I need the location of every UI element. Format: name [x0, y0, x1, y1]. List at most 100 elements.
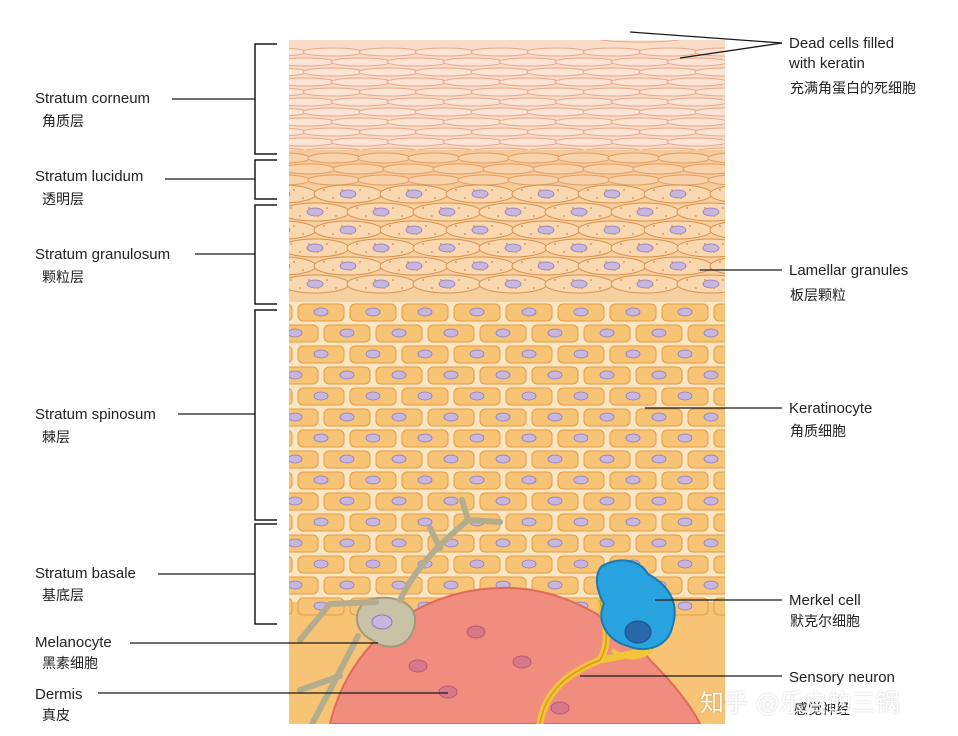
corneum-scale — [386, 97, 448, 107]
granule-dot — [425, 189, 427, 191]
keratinocyte-nucleus — [417, 307, 433, 317]
corneum-scale — [289, 57, 336, 67]
granule-dot — [530, 233, 532, 235]
granule-dot — [653, 189, 655, 191]
granule-dot — [524, 279, 526, 281]
granule-dot — [515, 251, 517, 253]
corneum-scale — [470, 87, 532, 97]
granulosum-cell — [676, 238, 725, 258]
granule-dot — [620, 207, 622, 209]
granule-dot — [497, 215, 499, 217]
keratinocyte-nucleus — [651, 370, 667, 380]
granule-dot — [356, 243, 358, 245]
granule-dot — [629, 287, 631, 289]
granule-dot — [590, 207, 592, 209]
label-en: Keratinocyte — [789, 400, 873, 417]
watermark: 知乎 @乐启的三锅 — [700, 689, 900, 717]
granule-dot — [326, 207, 328, 209]
keratinocyte-nucleus — [730, 392, 744, 400]
granulosum-nucleus — [537, 225, 555, 235]
granule-dot — [431, 251, 433, 253]
granule-dot — [524, 243, 526, 245]
corneum-scale — [289, 87, 308, 97]
keratinocyte-nucleus — [599, 370, 615, 380]
granule-dot — [731, 215, 733, 217]
label-en-line1: Dead cells filled — [789, 35, 895, 52]
granule-dot — [464, 233, 466, 235]
keratinocyte-nucleus — [495, 412, 511, 422]
stratum-lucidum-cells — [289, 150, 725, 188]
granule-dot — [698, 197, 700, 199]
corneum-scale — [358, 67, 420, 77]
keratinocyte — [713, 429, 725, 448]
corneum-scale — [289, 47, 308, 57]
granule-dot — [497, 287, 499, 289]
granule-dot — [326, 243, 328, 245]
keratinocyte-nucleus — [651, 538, 667, 548]
granule-dot — [341, 261, 343, 263]
granulosum-nucleus — [504, 279, 522, 289]
granulosum-nucleus — [438, 243, 456, 253]
granule-dot — [368, 197, 370, 199]
granule-dot — [308, 243, 310, 245]
granule-dot — [632, 197, 634, 199]
keratinocyte-nucleus — [599, 412, 615, 422]
granule-dot — [647, 287, 649, 289]
label-en: Stratum corneum — [35, 90, 151, 107]
granule-dot — [554, 279, 556, 281]
granule-dot — [332, 197, 334, 199]
keratinocyte-nucleus — [521, 559, 537, 569]
granule-dot — [374, 243, 376, 245]
granule-dot — [680, 269, 682, 271]
granule-dot — [293, 189, 295, 191]
layer-bracket — [254, 204, 277, 305]
granule-dot — [539, 189, 541, 191]
melanocyte-cell — [297, 497, 503, 724]
label-zh: 黑素细胞 — [42, 656, 98, 672]
corneum-scale — [442, 97, 504, 107]
lucidum-cell — [707, 152, 725, 164]
granule-dot — [317, 251, 319, 253]
keratinocyte — [713, 597, 725, 616]
keratinocyte-nucleus — [730, 602, 744, 610]
granule-dot — [563, 215, 565, 217]
granule-dot — [719, 189, 721, 191]
granule-dot — [389, 261, 391, 263]
granule-dot — [302, 233, 304, 235]
granule-dot — [497, 251, 499, 253]
lucidum-cell — [557, 152, 611, 164]
granule-dot — [317, 215, 319, 217]
lucidum-cell — [632, 163, 686, 175]
corneum-scale — [442, 57, 504, 67]
keratinocyte-nucleus — [730, 350, 744, 358]
keratinocyte-nucleus — [703, 328, 719, 338]
granulosum-nucleus — [405, 189, 423, 199]
corneum-scale — [582, 107, 644, 117]
keratinocyte-nucleus — [289, 454, 303, 464]
granulosum-nucleus — [669, 261, 687, 271]
corneum-scale — [330, 57, 392, 67]
corneum-scale — [358, 87, 420, 97]
granule-dot — [275, 261, 277, 263]
keratinocyte-nucleus — [469, 433, 485, 443]
flaking-scale — [599, 40, 681, 43]
lucidum-cell — [307, 152, 361, 164]
keratinocyte-nucleus — [417, 433, 433, 443]
corneum-scale — [526, 107, 588, 117]
lucidum-cell — [382, 163, 436, 175]
granulosum-nucleus — [405, 261, 423, 271]
granule-dot — [422, 207, 424, 209]
keratinocyte — [713, 303, 725, 322]
granule-dot — [623, 261, 625, 263]
granule-dot — [359, 261, 361, 263]
granule-dot — [572, 243, 574, 245]
label-en: Stratum granulosum — [35, 246, 171, 263]
granule-dot — [665, 251, 667, 253]
label-en: Stratum lucidum — [35, 168, 144, 185]
lucidum-cell — [657, 152, 711, 164]
granule-dot — [737, 189, 739, 191]
granule-dot — [629, 251, 631, 253]
keratinocyte — [713, 555, 725, 574]
granule-dot — [566, 233, 568, 235]
granule-dot — [713, 215, 715, 217]
